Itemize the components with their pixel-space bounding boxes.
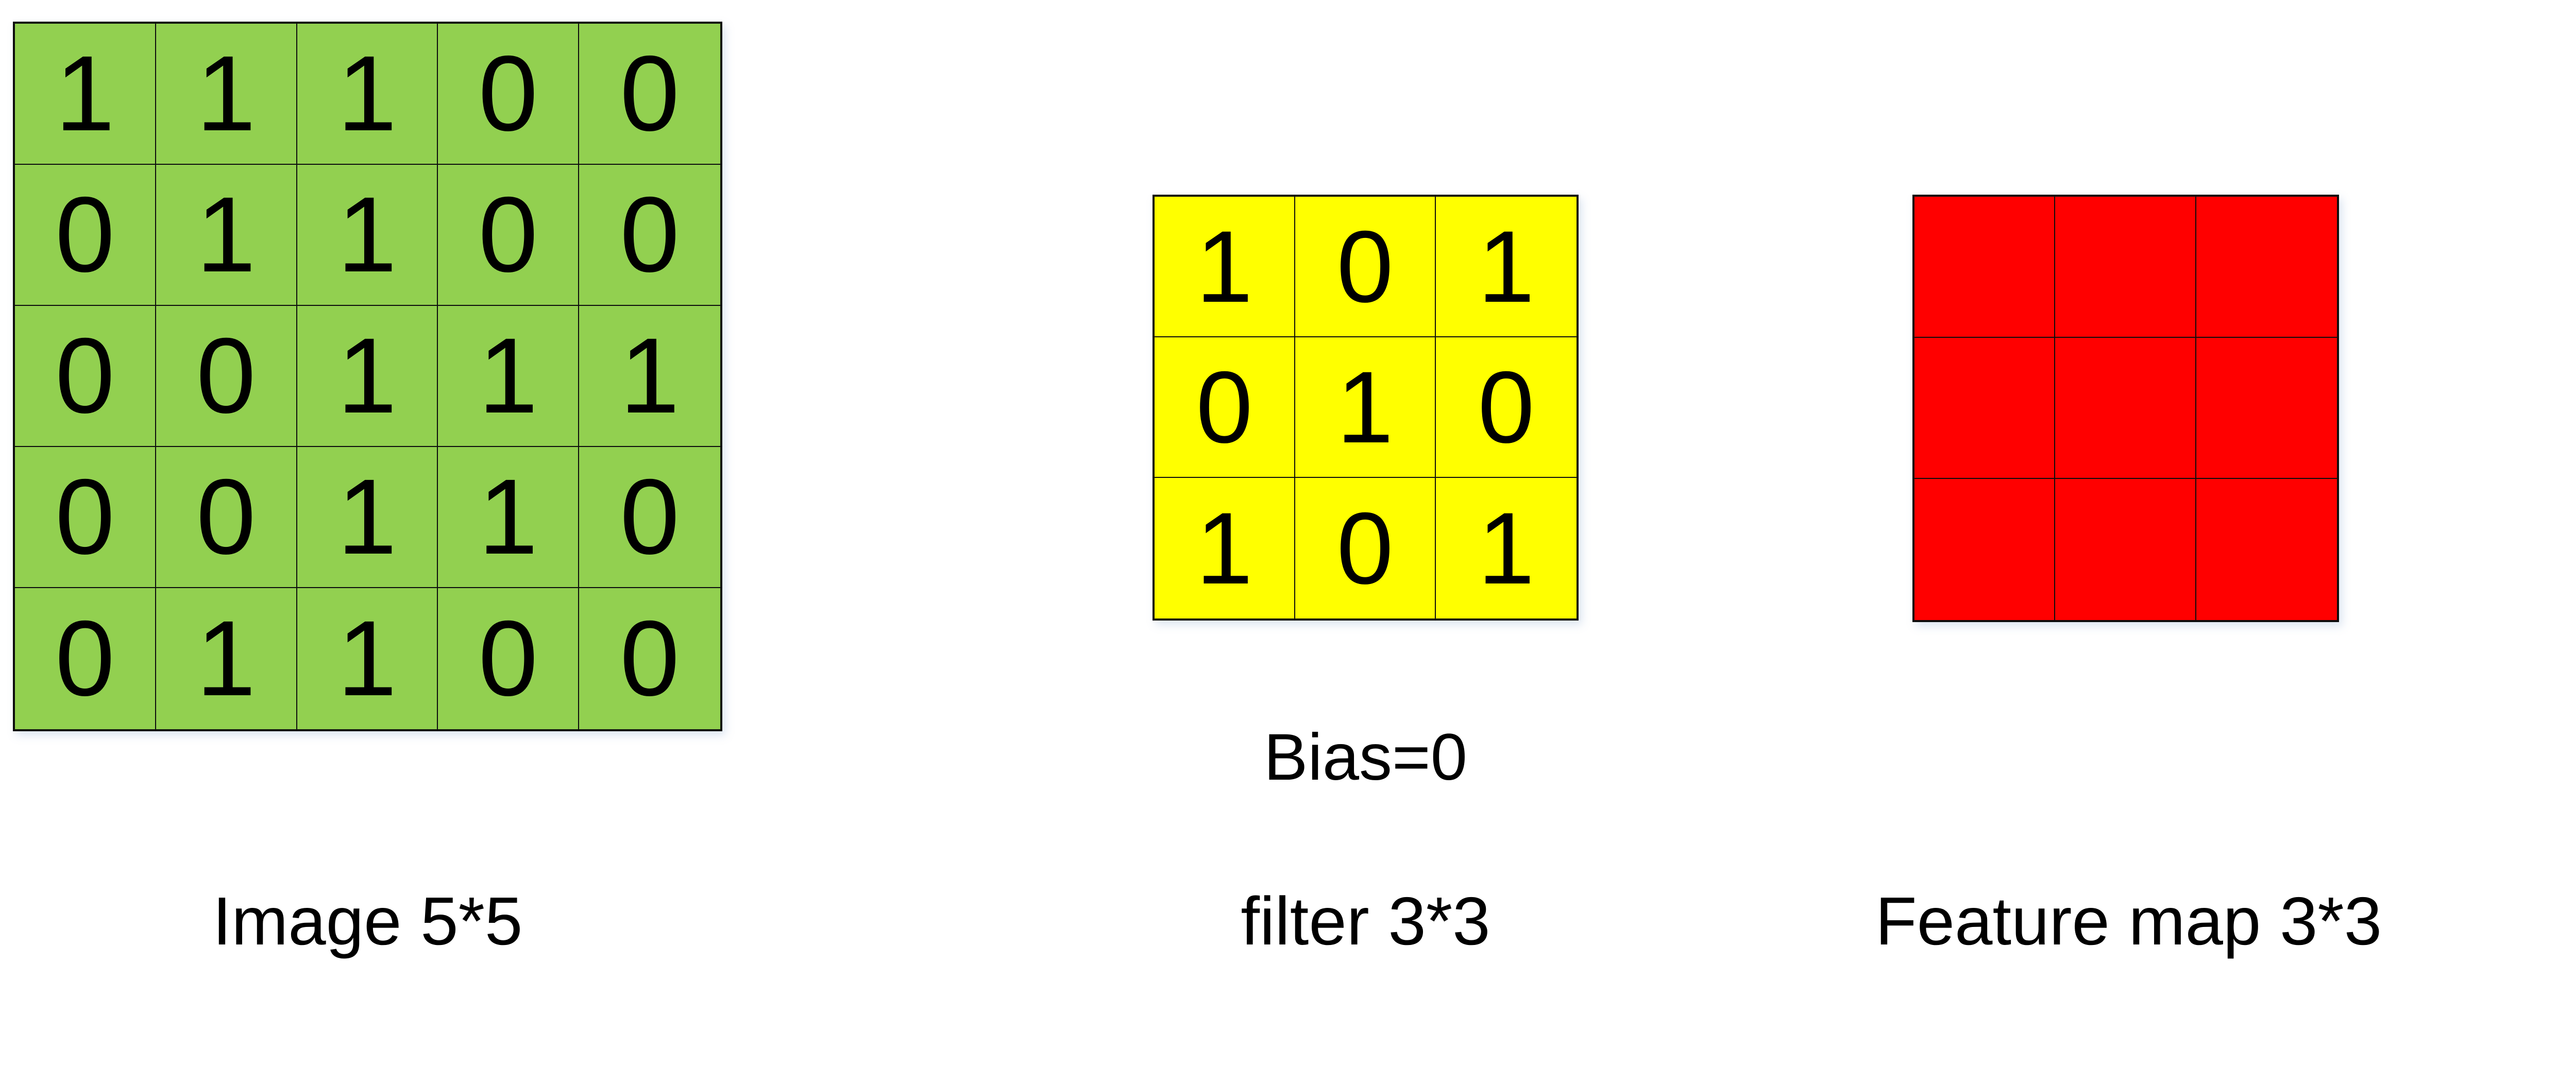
bias-label: Bias=0 [1264, 720, 1467, 794]
image-cell-r4c1: 1 [156, 588, 297, 729]
image-cell-r4c2: 1 [297, 588, 438, 729]
image-cell-r3c1: 0 [156, 447, 297, 588]
filter-cell-r1c0: 0 [1155, 337, 1295, 478]
filter-cell-r0c1: 0 [1295, 197, 1436, 337]
feature-map-cell-r2c1 [2055, 479, 2196, 620]
image-cell-r1c3: 0 [438, 165, 580, 306]
filter-cell-r0c2: 1 [1436, 197, 1577, 337]
feature-map-cell-r2c0 [1914, 479, 2056, 620]
image-cell-r2c2: 1 [297, 306, 438, 447]
image-cell-r4c3: 0 [438, 588, 580, 729]
feature-map-cell-r1c2 [2196, 338, 2337, 479]
filter-cell-r2c0: 1 [1155, 478, 1295, 618]
image-cell-r0c4: 0 [579, 24, 720, 165]
image-cell-r0c3: 0 [438, 24, 580, 165]
image-cell-r1c4: 0 [579, 165, 720, 306]
image-cell-r2c0: 0 [15, 306, 156, 447]
filter-cell-r2c1: 0 [1295, 478, 1436, 618]
image-cell-r1c1: 1 [156, 165, 297, 306]
filter-cell-r0c0: 1 [1155, 197, 1295, 337]
feature-map-cell-r1c0 [1914, 338, 2056, 479]
image-cell-r1c2: 1 [297, 165, 438, 306]
image-cell-r0c0: 1 [15, 24, 156, 165]
filter-cell-r1c2: 0 [1436, 337, 1577, 478]
image-cell-r3c2: 1 [297, 447, 438, 588]
image-matrix-caption: Image 5*5 [212, 883, 523, 959]
image-cell-r0c2: 1 [297, 24, 438, 165]
filter-matrix-caption: filter 3*3 [1241, 883, 1490, 959]
image-cell-r1c0: 0 [15, 165, 156, 306]
image-cell-r2c1: 0 [156, 306, 297, 447]
image-cell-r4c0: 0 [15, 588, 156, 729]
image-cell-r2c3: 1 [438, 306, 580, 447]
feature-map-cell-r0c1 [2055, 197, 2196, 338]
feature-map-matrix-caption: Feature map 3*3 [1875, 883, 2382, 959]
feature-map-cell-r1c1 [2055, 338, 2196, 479]
image-cell-r3c3: 1 [438, 447, 580, 588]
filter-matrix: 1 0 1 0 1 0 1 0 1 [1153, 195, 1579, 621]
filter-cell-r1c1: 1 [1295, 337, 1436, 478]
image-cell-r4c4: 0 [579, 588, 720, 729]
image-cell-r3c0: 0 [15, 447, 156, 588]
feature-map-matrix [1912, 195, 2339, 622]
feature-map-cell-r2c2 [2196, 479, 2337, 620]
image-cell-r2c4: 1 [579, 306, 720, 447]
image-matrix: 1 1 1 0 0 0 1 1 0 0 0 0 1 1 1 0 0 1 1 0 … [13, 22, 722, 731]
feature-map-cell-r0c0 [1914, 197, 2056, 338]
feature-map-cell-r0c2 [2196, 197, 2337, 338]
image-cell-r0c1: 1 [156, 24, 297, 165]
filter-cell-r2c2: 1 [1436, 478, 1577, 618]
image-cell-r3c4: 0 [579, 447, 720, 588]
